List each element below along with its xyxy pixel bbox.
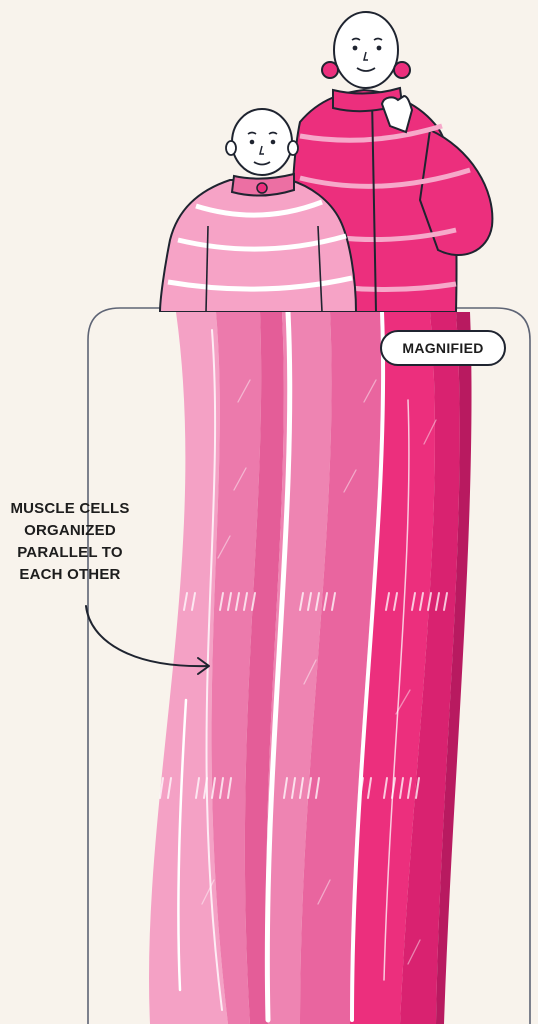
muscle-fibers (149, 312, 471, 1024)
annotation-line-2: ORGANIZED (0, 520, 140, 542)
muscle-cells-annotation: MUSCLE CELLS ORGANIZED PARALLEL TO EACH … (0, 498, 140, 586)
annotation-line-1: MUSCLE CELLS (0, 498, 140, 520)
sweater-button (257, 183, 267, 193)
annotation-line-4: EACH OTHER (0, 564, 140, 586)
earring-right (394, 62, 410, 78)
earring-left (322, 62, 338, 78)
magnified-badge: MAGNIFIED (380, 330, 506, 366)
tall-person-head (334, 12, 398, 88)
annotation-line-3: PARALLEL TO (0, 542, 140, 564)
